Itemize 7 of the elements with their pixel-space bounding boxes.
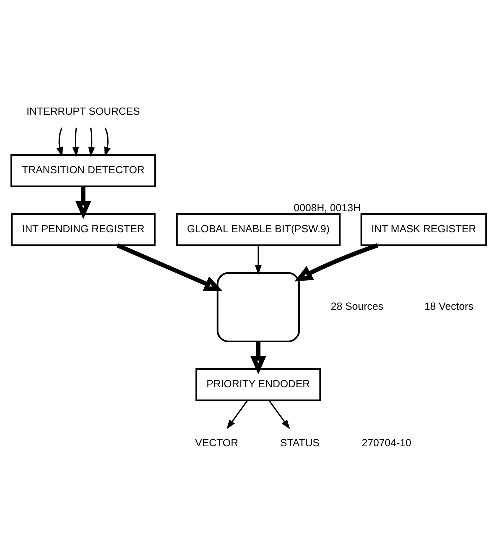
- node-label: 0008H, 0013H: [294, 202, 361, 214]
- label: 18 Vectors: [424, 302, 474, 313]
- label: 270704-10: [362, 438, 412, 450]
- node-text: INTERRUPT SOURCES: [26, 106, 140, 118]
- node-text: STATUS: [280, 438, 320, 450]
- node-text: VECTOR: [195, 438, 238, 450]
- label: 28 Sources: [331, 302, 384, 313]
